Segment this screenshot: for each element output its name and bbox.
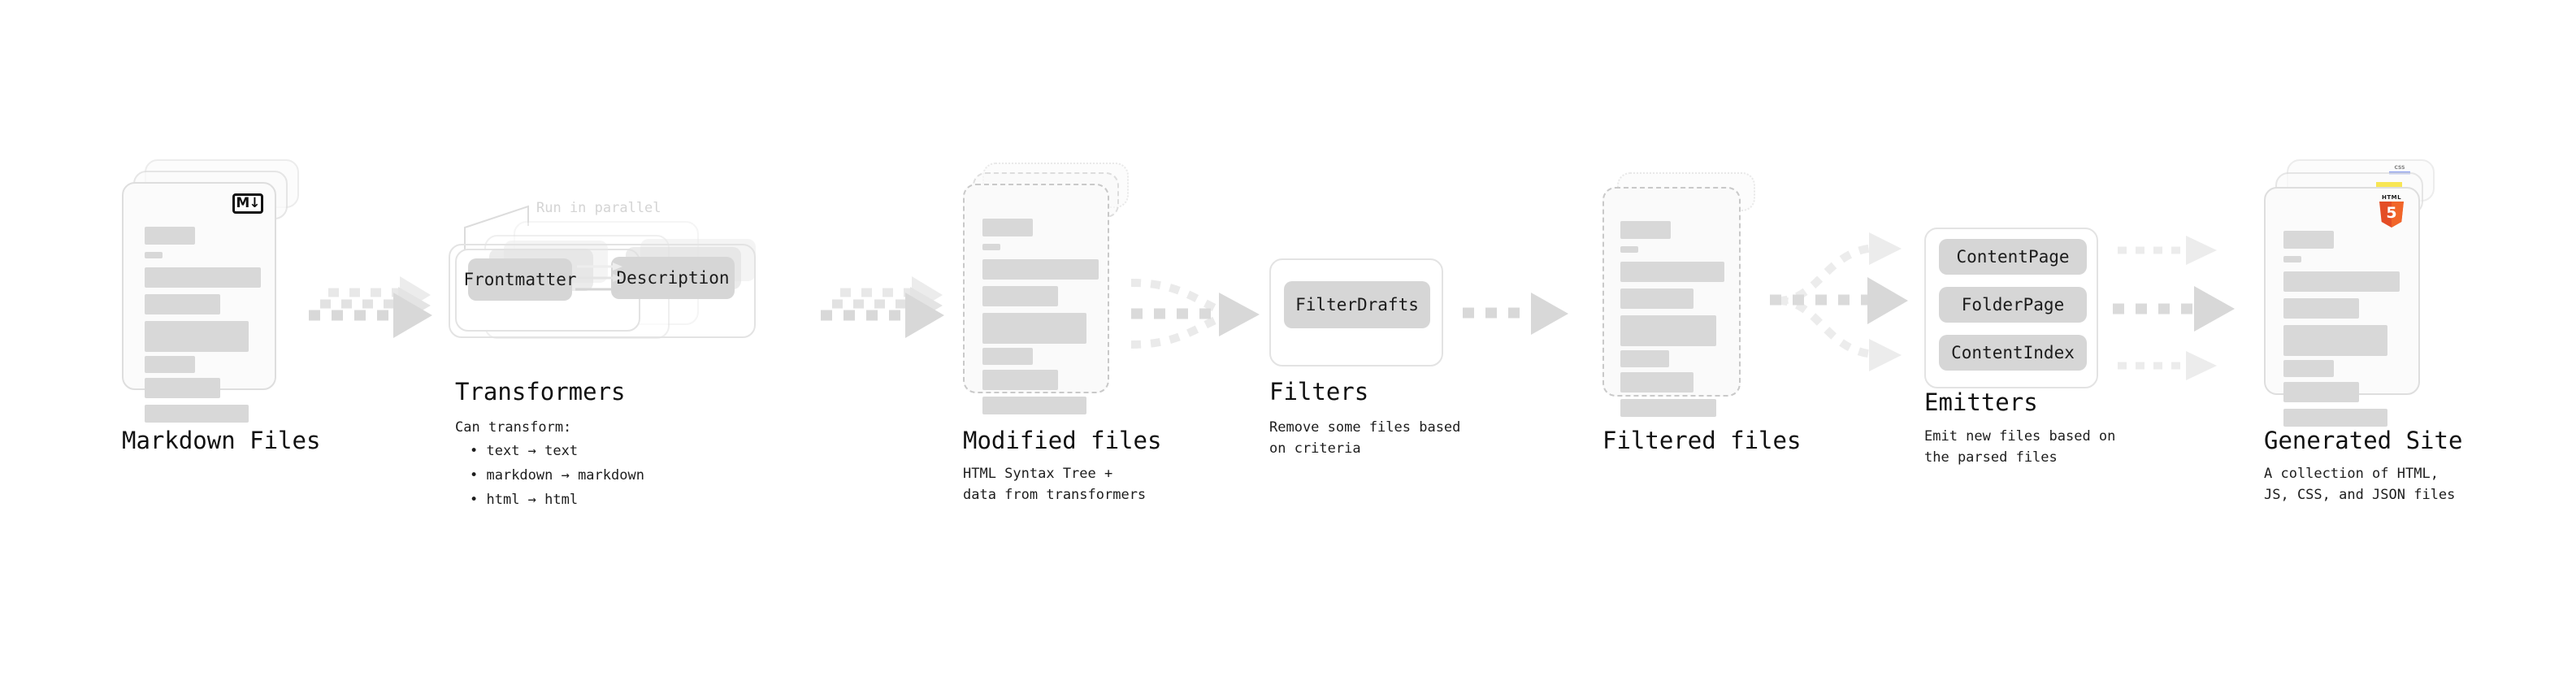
stage-title-filters: Filters [1269,378,1369,406]
skeleton-bar [145,321,249,352]
transformer-chip-frontmatter[interactable]: Frontmatter [463,258,577,301]
stage-markdown-files: M↓ [122,159,301,423]
stage-subtitle-emitters: Emit new files based on the parsed files [1924,428,2116,466]
bullet-item: text → text [470,440,644,464]
skeleton-bar [145,227,195,245]
skeleton-bar [2283,360,2334,377]
stage-filtered-files [1602,172,1781,417]
emitter-chip-contentindex[interactable]: ContentIndex [1939,335,2087,371]
arrow-filtered-to-emitters [1770,232,1908,371]
skeleton-bar [982,244,1000,250]
skeleton-bar [982,286,1058,306]
bullet-item: html → html [470,488,644,513]
skeleton-bar [982,219,1033,236]
skeleton-bar [1620,350,1669,367]
skeleton-bar [2283,231,2334,249]
arrow-emitters-to-site [2113,236,2235,380]
emitters-box: ContentPage FolderPage ContentIndex [1924,228,2098,388]
stage-title-filtered-files: Filtered files [1602,427,1802,454]
skeleton-bar [1620,246,1638,253]
run-in-parallel-bracket [464,205,529,250]
skeleton-bar [982,348,1033,365]
filters-box: FilterDrafts [1269,258,1443,367]
filtered-card-stack [1602,172,1781,417]
skeleton-bar [145,356,195,373]
stage-title-generated-site: Generated Site [2264,427,2463,454]
filtered-card-front [1602,187,1741,417]
transformers-box-front: Frontmatter [455,241,640,332]
stage-title-modified-files: Modified files [963,427,1162,454]
arrow-modified-to-filters [1130,279,1260,349]
skeleton-bar [145,378,220,398]
arrow-markdown-to-transformers [309,276,432,338]
bullet-item: markdown → markdown [470,464,644,488]
skeleton-bar [1620,221,1671,239]
skeleton-bar [2283,271,2400,292]
skeleton-bar [1620,399,1716,417]
skeleton-bar [1620,262,1724,282]
skeleton-bar [145,294,220,314]
stage-title-markdown-files: Markdown Files [122,427,321,454]
markdown-badge: M↓ [232,193,263,214]
skeleton-bar [1620,315,1716,346]
stage-title-emitters: Emitters [1924,388,2038,416]
stage-subtitle-modified-files: HTML Syntax Tree + data from transformer… [963,466,1147,504]
filter-chip-filterdrafts[interactable]: FilterDrafts [1284,281,1430,328]
html5-badge: HTML 5 [2378,195,2405,228]
transformers-outer-frame [449,244,756,338]
html5-badge-label: HTML [2381,194,2402,201]
skeleton-bar [2283,325,2387,356]
modified-card-stack [963,163,1142,414]
markdown-card-front: M↓ [122,182,276,423]
generated-card-stack: CSS HTML 5 [2264,159,2451,427]
html5-badge-version: 5 [2386,203,2397,222]
skeleton-bar [2283,298,2359,319]
stage-subtitle-transformers: Can transform: [455,419,572,436]
skeleton-bar [982,259,1099,280]
emitter-chip-contentpage[interactable]: ContentPage [1939,239,2087,275]
transformers-bullet-list: text → text markdown → markdown html → h… [470,440,644,512]
skeleton-bar [982,370,1058,390]
css-badge-label: CSS [2394,165,2405,171]
skeleton-bar [1620,288,1693,309]
skeleton-bar [982,313,1086,344]
skeleton-bar [982,397,1086,414]
skeleton-bar [2283,409,2387,427]
arrow-filters-to-filtered [1463,293,1568,335]
generated-card-front: HTML 5 [2264,187,2420,427]
stage-generated-site: CSS HTML 5 [2264,159,2451,427]
transformer-chip-description[interactable]: Description [611,257,735,299]
skeleton-bar [2283,382,2359,402]
skeleton-bar [145,405,249,423]
stage-modified-files [963,163,1142,414]
emitter-chip-folderpage[interactable]: FolderPage [1939,287,2087,323]
skeleton-bar [2283,256,2301,262]
stage-title-transformers: Transformers [455,378,626,406]
run-in-parallel-label: Run in parallel [536,200,661,216]
transformer-inner-arrows [575,262,624,294]
stage-subtitle-filters: Remove some files based on criteria [1269,419,1461,458]
html5-shield-icon: 5 [2379,202,2404,228]
skeleton-bar [145,267,261,288]
skeleton-bar [1620,372,1693,393]
modified-card-front [963,184,1109,414]
arrow-transformers-to-modified [821,276,944,338]
markdown-card-stack: M↓ [122,159,301,423]
skeleton-bar [145,252,163,258]
stage-subtitle-generated-site: A collection of HTML, JS, CSS, and JSON … [2264,466,2456,504]
